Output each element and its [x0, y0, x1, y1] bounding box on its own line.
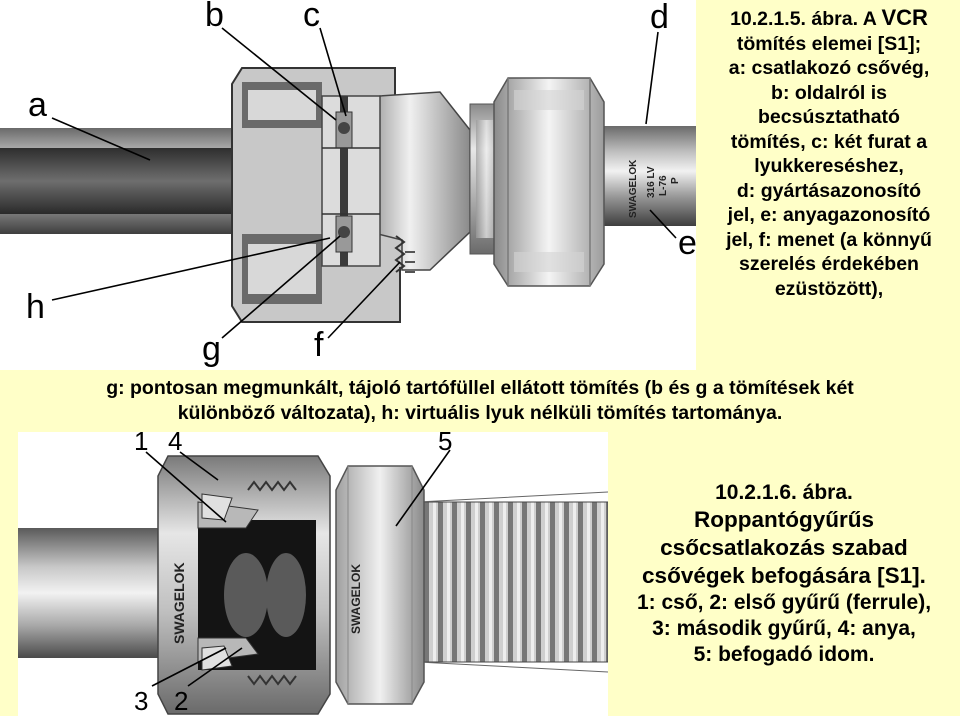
caption-line: a: csatlakozó csővég, — [728, 57, 930, 79]
label-b: b — [205, 0, 224, 34]
figure1-caption-side: 10.2.1.5. ábra. A VCR tömítés elemei [S1… — [698, 5, 960, 301]
caption-line: 5: befogadó idom. — [693, 643, 875, 666]
caption-vcr: VCR — [881, 5, 928, 30]
caption-line: csőcsatlakozás szabad — [660, 535, 908, 560]
engraving-brand-nut: SWAGELOK — [171, 562, 187, 644]
compression-fitting-figure: SWAGELOK SWAGELOK 1 4 5 3 2 — [18, 432, 608, 716]
caption-ref: 10.2.1.6. ábra. — [715, 481, 853, 504]
caption-line: 1: cső, 2: első gyűrű (ferrule), — [636, 591, 932, 614]
caption-line: csővégek befogására [S1]. — [642, 563, 926, 588]
label-c: c — [303, 0, 320, 34]
caption-line: szerelés érdekében — [739, 253, 919, 275]
label-f: f — [314, 326, 324, 364]
label-g: g — [202, 330, 221, 368]
caption-line: tömítés, c: két furat a — [730, 130, 928, 153]
caption-ref: 10.2.1.5. ábra. — [730, 8, 858, 30]
label-4: 4 — [168, 432, 182, 456]
caption-line: Roppantógyűrűs — [694, 507, 874, 532]
engraving-code: L-76 — [658, 175, 669, 196]
label-h: h — [26, 288, 45, 326]
caption-line: 3: második gyűrű, 4: anya, — [652, 617, 916, 640]
caption-line: b: oldalról is — [771, 81, 887, 104]
caption-line: lyukkereséshez, — [754, 155, 904, 177]
label-d: d — [650, 0, 669, 36]
caption-line: különböző változata), h: virtuális lyuk … — [177, 402, 783, 424]
caption-line: tömítés elemei [S1]; — [736, 32, 922, 55]
label-5: 5 — [438, 432, 452, 456]
vcr-seal-figure: SWAGELOK 316 LV L-76 P a b c d e f g h — [0, 0, 696, 370]
caption-line: d: gyártásazonosító — [736, 179, 922, 202]
label-1: 1 — [134, 432, 148, 456]
engraving-grade: 316 LV — [646, 166, 657, 198]
engraving-mark: P — [670, 177, 681, 184]
caption-line: ezüstözött), — [774, 277, 884, 300]
engraving-brand: SWAGELOK — [628, 159, 639, 218]
label-3: 3 — [134, 686, 148, 716]
engraving-brand-body: SWAGELOK — [349, 564, 363, 634]
caption-line: jel, e: anyagazonosító — [727, 204, 931, 226]
label-e: e — [678, 224, 696, 262]
label-2: 2 — [174, 686, 188, 716]
caption-line: g: pontosan megmunkált, tájoló tartófüll… — [106, 377, 854, 399]
label-a: a — [28, 86, 47, 124]
figure1-caption-bottom: g: pontosan megmunkált, tájoló tartófüll… — [0, 376, 960, 426]
caption-line: becsúsztatható — [758, 106, 900, 128]
caption-head: 10.2.1.5. ábra. A VCR — [698, 5, 960, 32]
caption-line: jel, f: menet (a könnyű — [726, 228, 932, 251]
caption-a-word: A — [862, 8, 877, 30]
figure2-caption: 10.2.1.6. ábra. Roppantógyűrűs csőcsatla… — [608, 480, 960, 668]
